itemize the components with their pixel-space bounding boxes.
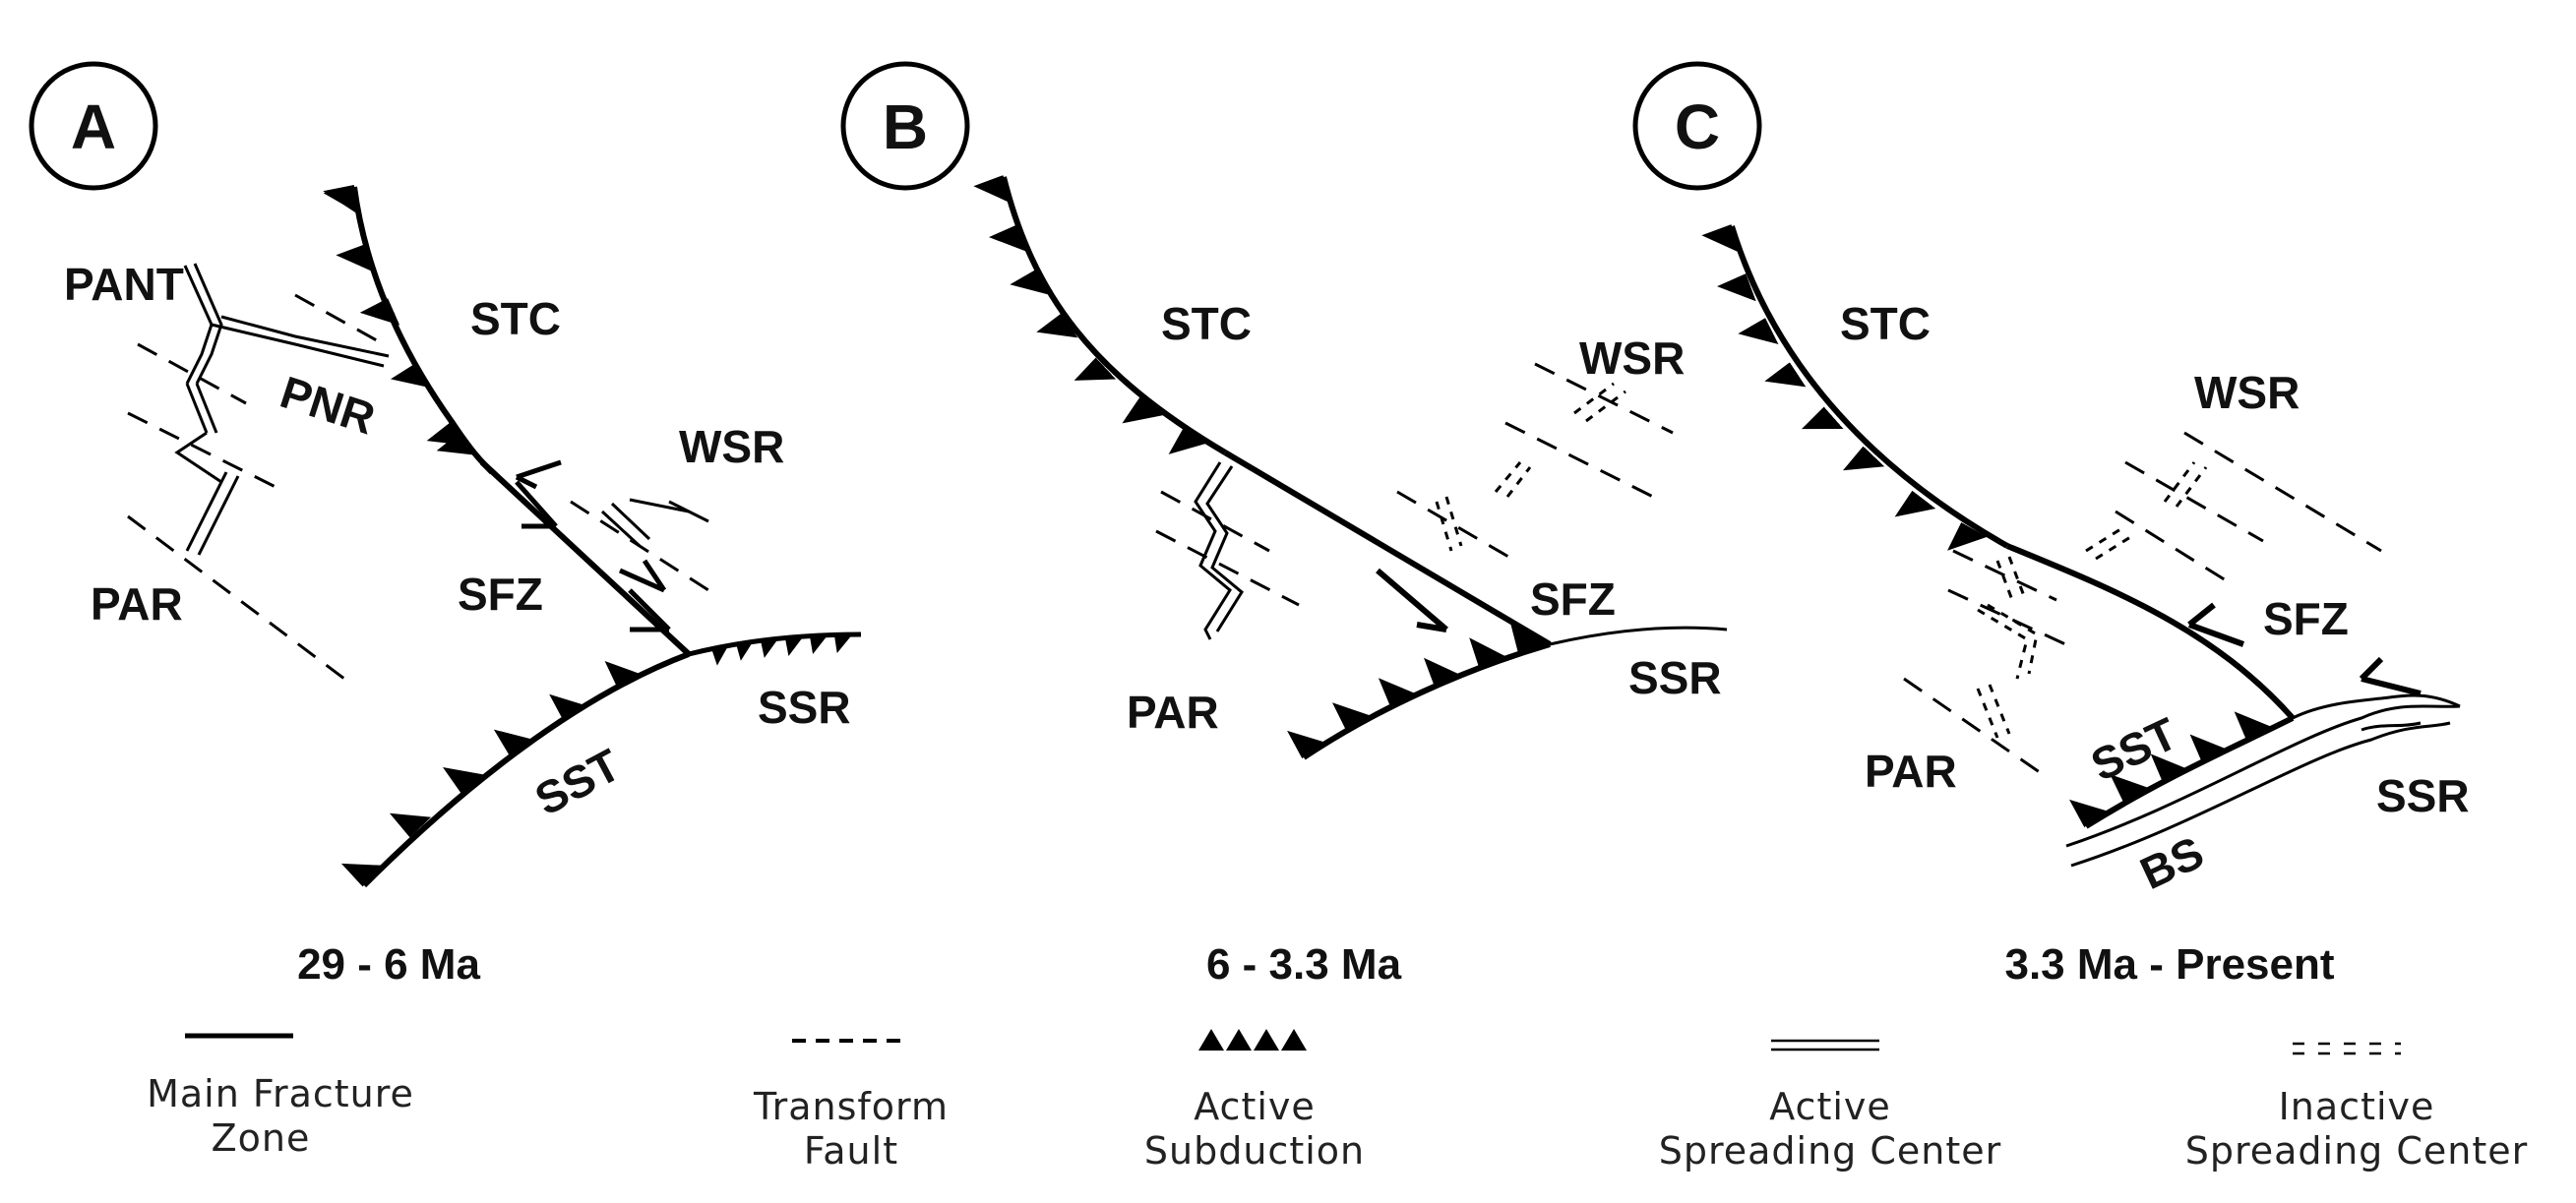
panel-b-label-ssr: SSR: [1628, 652, 1722, 703]
panel-a-ssr-trench: [688, 632, 862, 657]
legend-label-transform-1: Transform: [753, 1085, 949, 1128]
panel-c: C: [1632, 61, 2470, 989]
panel-a-spreading-centers: [174, 263, 709, 556]
panel-b-letter: B: [883, 91, 928, 162]
panel-b-transform-faults: [1155, 362, 1674, 607]
panel-b-motion-arrow: [1376, 568, 1448, 632]
panel-c-transform-faults: [1903, 431, 2382, 779]
panel-b: B STC WSR SFZ SSR PAR 6 - 3.: [840, 61, 1728, 989]
legend: Main Fracture Zone Transform Fault Activ…: [147, 1029, 2529, 1173]
panel-c-inactive-spreading: [1976, 461, 2208, 739]
legend-active-subduction: Active Subduction: [1144, 1029, 1365, 1173]
legend-label-main-fracture-1: Main Fracture: [147, 1072, 414, 1115]
panel-c-label-par: PAR: [1865, 746, 1957, 797]
panel-a-label-par: PAR: [91, 578, 183, 630]
panel-a-label-wsr: WSR: [679, 421, 784, 472]
panel-a-label-ssr: SSR: [758, 682, 851, 733]
panel-a-sst-trench: [361, 651, 691, 888]
panel-a-era: 29 - 6 Ma: [297, 940, 480, 989]
panel-c-stc-trench: [1729, 225, 2009, 549]
panel-a-label-pant: PANT: [64, 259, 184, 310]
panel-c-ssr-bs-outline: [2065, 693, 2461, 868]
panel-a-badge: A: [29, 61, 158, 191]
panel-b-spreading-centers: [1194, 461, 1244, 640]
panel-b-sfz-line: [1223, 450, 1552, 647]
legend-swatch-triangles: [1198, 1029, 1307, 1051]
legend-label-transform-2: Fault: [804, 1129, 898, 1173]
legend-label-inactive-spreading-1: Inactive: [2279, 1085, 2435, 1128]
panel-a-sfz-line: [479, 459, 692, 657]
panel-a: A: [29, 61, 862, 989]
panel-b-label-stc: STC: [1161, 298, 1252, 349]
legend-label-active-spreading-1: Active: [1769, 1085, 1891, 1128]
panel-b-label-sfz: SFZ: [1530, 573, 1616, 625]
panel-c-label-stc: STC: [1840, 298, 1931, 349]
panel-a-letter: A: [71, 91, 116, 162]
legend-active-spreading-center: Active Spreading Center: [1659, 1039, 2002, 1173]
legend-label-inactive-spreading-2: Spreading Center: [2185, 1129, 2529, 1173]
legend-label-subduction-1: Active: [1194, 1085, 1316, 1128]
panel-a-label-stc: STC: [470, 293, 561, 344]
legend-label-active-spreading-2: Spreading Center: [1659, 1129, 2002, 1173]
panel-b-ssr-boundary: [1549, 626, 1728, 646]
panel-c-era: 3.3 Ma - Present: [2004, 940, 2334, 989]
panel-b-era: 6 - 3.3 Ma: [1206, 940, 1402, 989]
panel-c-label-sfz: SFZ: [2263, 593, 2349, 644]
panel-a-label-pnr: PNR: [275, 366, 381, 444]
legend-label-subduction-2: Subduction: [1144, 1129, 1365, 1173]
panel-a-label-sst: SST: [526, 739, 628, 825]
panel-c-sfz-line: [2005, 543, 2296, 720]
legend-main-fracture-zone: Main Fracture Zone: [147, 1033, 414, 1160]
panel-c-label-ssr: SSR: [2376, 770, 2470, 821]
panel-c-label-wsr: WSR: [2194, 367, 2300, 418]
legend-transform-fault: Transform Fault: [753, 1039, 949, 1173]
panel-b-inactive-spreading: [1435, 382, 1626, 552]
panel-c-letter: C: [1675, 91, 1720, 162]
legend-inactive-spreading-center: Inactive Spreading Center: [2185, 1042, 2529, 1173]
panel-c-badge: C: [1632, 61, 1762, 191]
panel-a-transform-faults: [127, 293, 709, 681]
panel-a-motion-arrows: [515, 459, 671, 632]
panel-b-label-par: PAR: [1127, 687, 1219, 738]
panel-b-sst-trench: [1302, 641, 1551, 760]
panel-b-badge: B: [840, 61, 970, 191]
panel-c-motion-arrows: [2187, 602, 2422, 696]
panel-b-label-wsr: WSR: [1579, 332, 1685, 384]
panel-a-label-sfz: SFZ: [458, 569, 543, 620]
legend-label-main-fracture-2: Zone: [212, 1116, 311, 1160]
